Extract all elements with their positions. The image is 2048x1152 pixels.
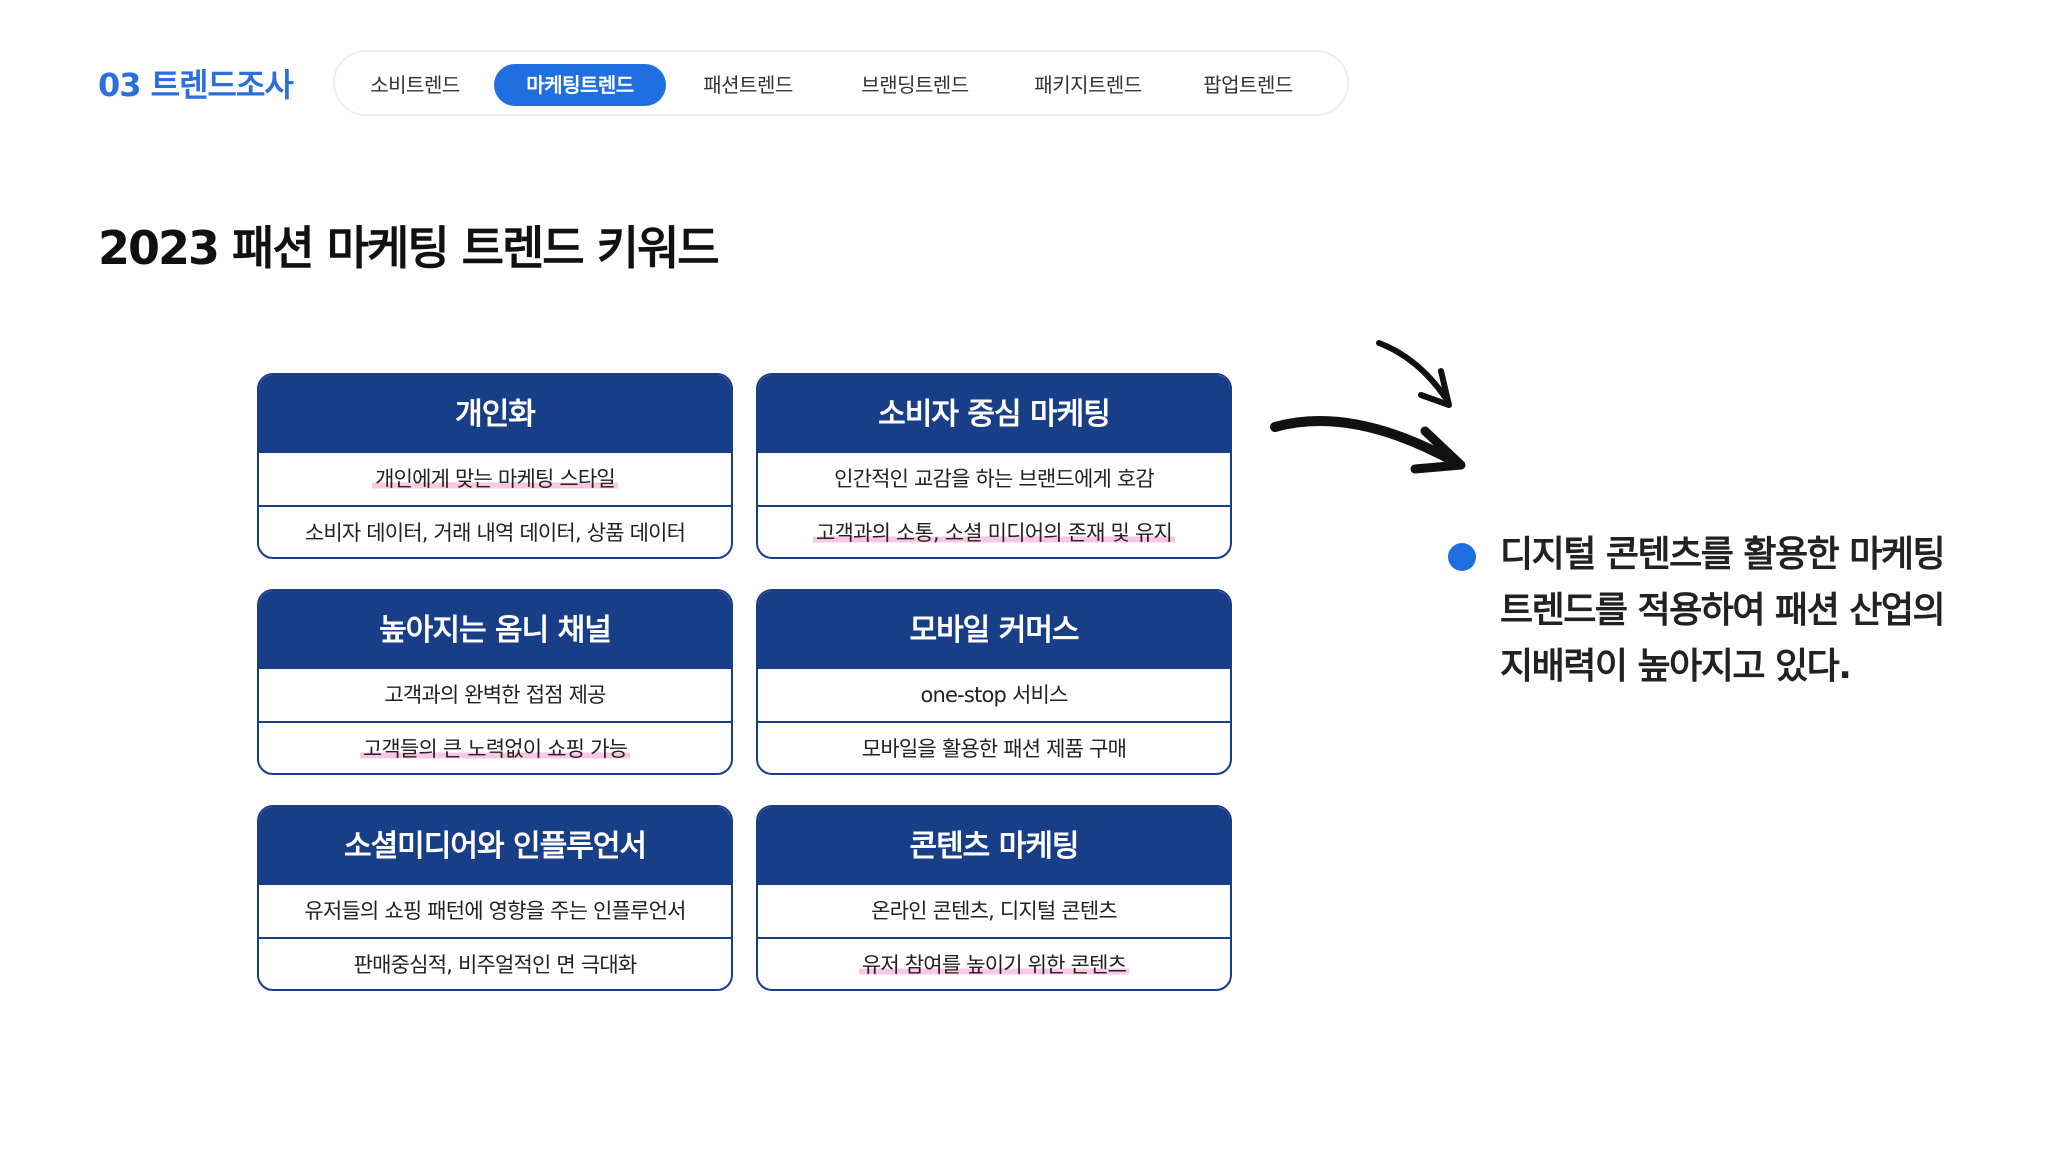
card-row: one-stop 서비스 — [758, 669, 1230, 721]
card-row-text: 판매중심적, 비주얼적인 면 극대화 — [353, 953, 638, 977]
summary-line: 지배력이 높아지고 있다. — [1500, 646, 1852, 687]
card-row: 인간적인 교감을 하는 브랜드에게 호감 — [758, 453, 1230, 505]
keyword-card-omni-channel: 높아지는 옴니 채널 고객과의 완벽한 접점 제공 고객들의 큰 노력없이 쇼핑… — [257, 589, 733, 775]
tab-branding-trend[interactable]: 브랜딩트렌드 — [861, 73, 969, 97]
card-row-text: 고객과의 완벽한 접점 제공 — [384, 683, 606, 707]
tab-fashion-trend[interactable]: 패션트렌드 — [703, 73, 793, 97]
page-title: 2023 패션 마케팅 트렌드 키워드 — [98, 221, 720, 275]
card-row: 고객들의 큰 노력없이 쇼핑 가능 — [259, 721, 731, 773]
card-row-text: 유저 참여를 높이기 위한 콘텐츠 — [858, 953, 1130, 977]
tab-popup-trend[interactable]: 팝업트렌드 — [1203, 73, 1293, 97]
keyword-card-content-marketing: 콘텐츠 마케팅 온라인 콘텐츠, 디지털 콘텐츠 유저 참여를 높이기 위한 콘… — [756, 805, 1232, 991]
card-title: 소비자 중심 마케팅 — [758, 375, 1230, 453]
card-title: 높아지는 옴니 채널 — [259, 591, 731, 669]
tab-package-trend[interactable]: 패키지트렌드 — [1034, 73, 1142, 97]
card-row: 소비자 데이터, 거래 내역 데이터, 상품 데이터 — [259, 505, 731, 557]
summary-line: 디지털 콘텐츠를 활용한 마케팅 — [1500, 534, 1946, 575]
tab-marketing-trend[interactable]: 마케팅트렌드 — [494, 64, 666, 106]
card-title: 소셜미디어와 인플루언서 — [259, 807, 731, 885]
card-row-text: 고객들의 큰 노력없이 쇼핑 가능 — [359, 737, 631, 761]
card-row: 유저 참여를 높이기 위한 콘텐츠 — [758, 937, 1230, 989]
brush-arrow-icon — [1270, 340, 1466, 474]
section-label: 03 트렌드조사 — [98, 66, 294, 104]
tab-consumer-trend[interactable]: 소비트렌드 — [370, 73, 460, 97]
card-row-text: 유저들의 쇼핑 패턴에 영향을 주는 인플루언서 — [304, 899, 686, 923]
card-row-text: 고객과의 소통, 소셜 미디어의 존재 및 유지 — [813, 521, 1175, 545]
card-row: 유저들의 쇼핑 패턴에 영향을 주는 인플루언서 — [259, 885, 731, 937]
card-row: 고객과의 완벽한 접점 제공 — [259, 669, 731, 721]
card-row: 모바일을 활용한 패션 제품 구매 — [758, 721, 1230, 773]
summary-line: 트렌드를 적용하여 패션 산업의 — [1500, 590, 1946, 631]
card-title: 콘텐츠 마케팅 — [758, 807, 1230, 885]
card-row-text: 인간적인 교감을 하는 브랜드에게 호감 — [834, 467, 1155, 491]
card-row-text: 소비자 데이터, 거래 내역 데이터, 상품 데이터 — [304, 521, 686, 545]
card-row-text: 개인에게 맞는 마케팅 스타일 — [372, 467, 618, 491]
card-row-text: 모바일을 활용한 패션 제품 구매 — [861, 737, 1127, 761]
keyword-card-consumer-centric: 소비자 중심 마케팅 인간적인 교감을 하는 브랜드에게 호감 고객과의 소통,… — [756, 373, 1232, 559]
bullet-dot-icon — [1448, 543, 1476, 571]
keyword-card-social-influencer: 소셜미디어와 인플루언서 유저들의 쇼핑 패턴에 영향을 주는 인플루언서 판매… — [257, 805, 733, 991]
keyword-card-personalization: 개인화 개인에게 맞는 마케팅 스타일 소비자 데이터, 거래 내역 데이터, … — [257, 373, 733, 559]
card-title: 모바일 커머스 — [758, 591, 1230, 669]
card-row: 판매중심적, 비주얼적인 면 극대화 — [259, 937, 731, 989]
card-row: 개인에게 맞는 마케팅 스타일 — [259, 453, 731, 505]
card-title: 개인화 — [259, 375, 731, 453]
card-row-text: 온라인 콘텐츠, 디지털 콘텐츠 — [871, 899, 1118, 923]
summary-note: 디지털 콘텐츠를 활용한 마케팅 트렌드를 적용하여 패션 산업의 지배력이 높… — [1500, 527, 1980, 695]
card-row: 고객과의 소통, 소셜 미디어의 존재 및 유지 — [758, 505, 1230, 557]
card-row-text: one-stop 서비스 — [920, 683, 1068, 707]
tab-bar: 소비트렌드 마케팅트렌드 패션트렌드 브랜딩트렌드 패키지트렌드 팝업트렌드 — [333, 50, 1349, 116]
card-row: 온라인 콘텐츠, 디지털 콘텐츠 — [758, 885, 1230, 937]
keyword-card-mobile-commerce: 모바일 커머스 one-stop 서비스 모바일을 활용한 패션 제품 구매 — [756, 589, 1232, 775]
